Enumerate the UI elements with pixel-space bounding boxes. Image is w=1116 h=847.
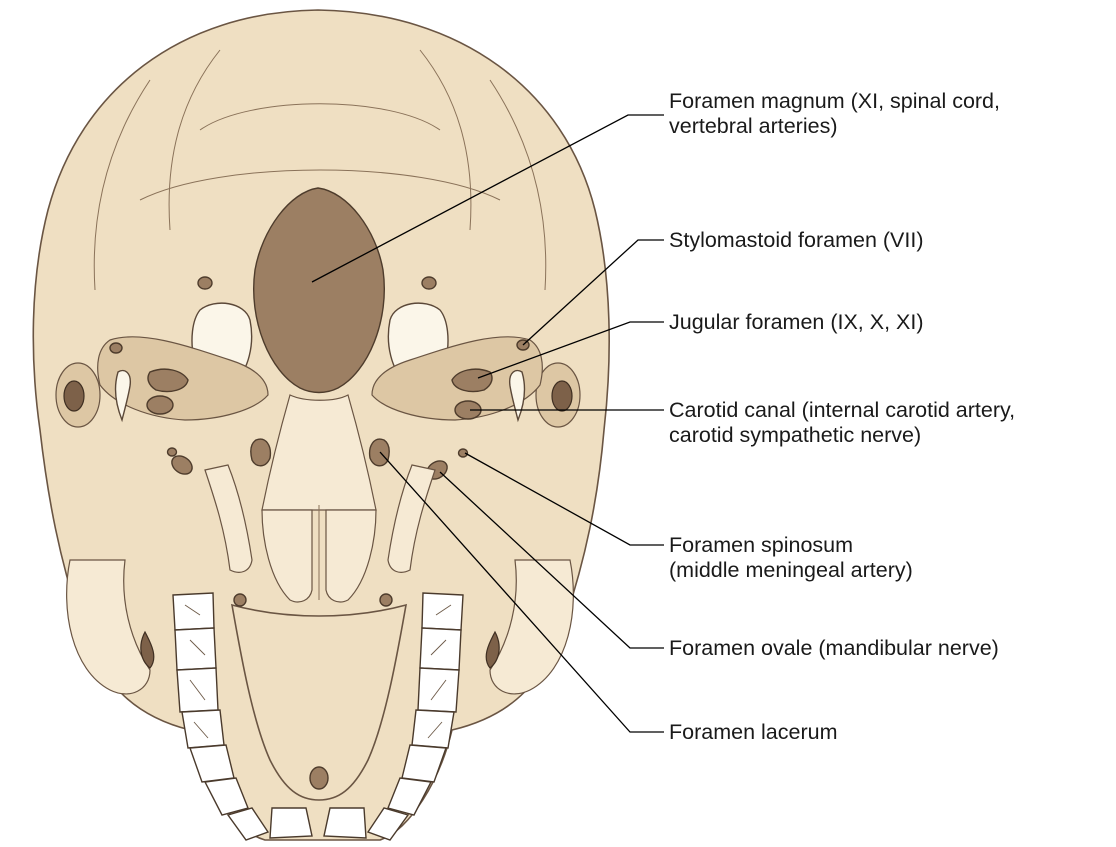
- left-foramen-spinosum: [168, 448, 177, 456]
- right-foramen-lacerum: [370, 439, 390, 466]
- label-foramen-lacerum: Foramen lacerum: [669, 720, 837, 745]
- right-molar-2: [420, 628, 461, 670]
- label-carotid-canal: Carotid canal (internal carotid artery, …: [669, 398, 1015, 448]
- right-condylar-foramen: [422, 277, 436, 289]
- label-carotid-line2: carotid sympathetic nerve): [669, 423, 1015, 448]
- right-premolar-2: [412, 710, 454, 748]
- label-foramen-spinosum: Foramen spinosum (middle meningeal arter…: [669, 533, 913, 583]
- label-jugular-line1: Jugular foramen (IX, X, XI): [669, 310, 924, 335]
- left-incisor-central: [270, 808, 312, 838]
- label-jugular-foramen: Jugular foramen (IX, X, XI): [669, 310, 924, 335]
- label-foramen-magnum-line2: vertebral arteries): [669, 114, 1000, 139]
- right-greater-palatine-foramen: [380, 594, 392, 606]
- left-greater-palatine-foramen: [234, 594, 246, 606]
- label-stylomastoid-foramen: Stylomastoid foramen (VII): [669, 228, 924, 253]
- left-foramen-lacerum: [251, 439, 271, 466]
- label-spinosum-line1: Foramen spinosum: [669, 533, 913, 558]
- left-condylar-foramen: [198, 277, 212, 289]
- label-foramen-ovale: Foramen ovale (mandibular nerve): [669, 636, 999, 661]
- label-spinosum-line2: (middle meningeal artery): [669, 558, 913, 583]
- label-ovale-line1: Foramen ovale (mandibular nerve): [669, 636, 999, 661]
- left-meatus-opening: [64, 381, 84, 411]
- right-molar-3: [422, 593, 463, 630]
- left-stylomastoid-foramen: [110, 343, 122, 353]
- right-premolar-1: [402, 745, 446, 782]
- right-incisor-central: [324, 808, 366, 838]
- incisive-foramen: [310, 767, 328, 789]
- left-carotid-canal: [147, 396, 173, 414]
- left-molar-3: [173, 593, 214, 630]
- left-premolar-2: [182, 710, 224, 748]
- right-meatus-opening: [552, 381, 572, 411]
- label-lacerum-line1: Foramen lacerum: [669, 720, 837, 745]
- label-carotid-line1: Carotid canal (internal carotid artery,: [669, 398, 1015, 423]
- label-stylomastoid-line1: Stylomastoid foramen (VII): [669, 228, 924, 253]
- label-foramen-magnum-line1: Foramen magnum (XI, spinal cord,: [669, 89, 1000, 114]
- left-premolar-1: [190, 745, 234, 782]
- left-molar-2: [175, 628, 216, 670]
- label-foramen-magnum: Foramen magnum (XI, spinal cord, vertebr…: [669, 89, 1000, 139]
